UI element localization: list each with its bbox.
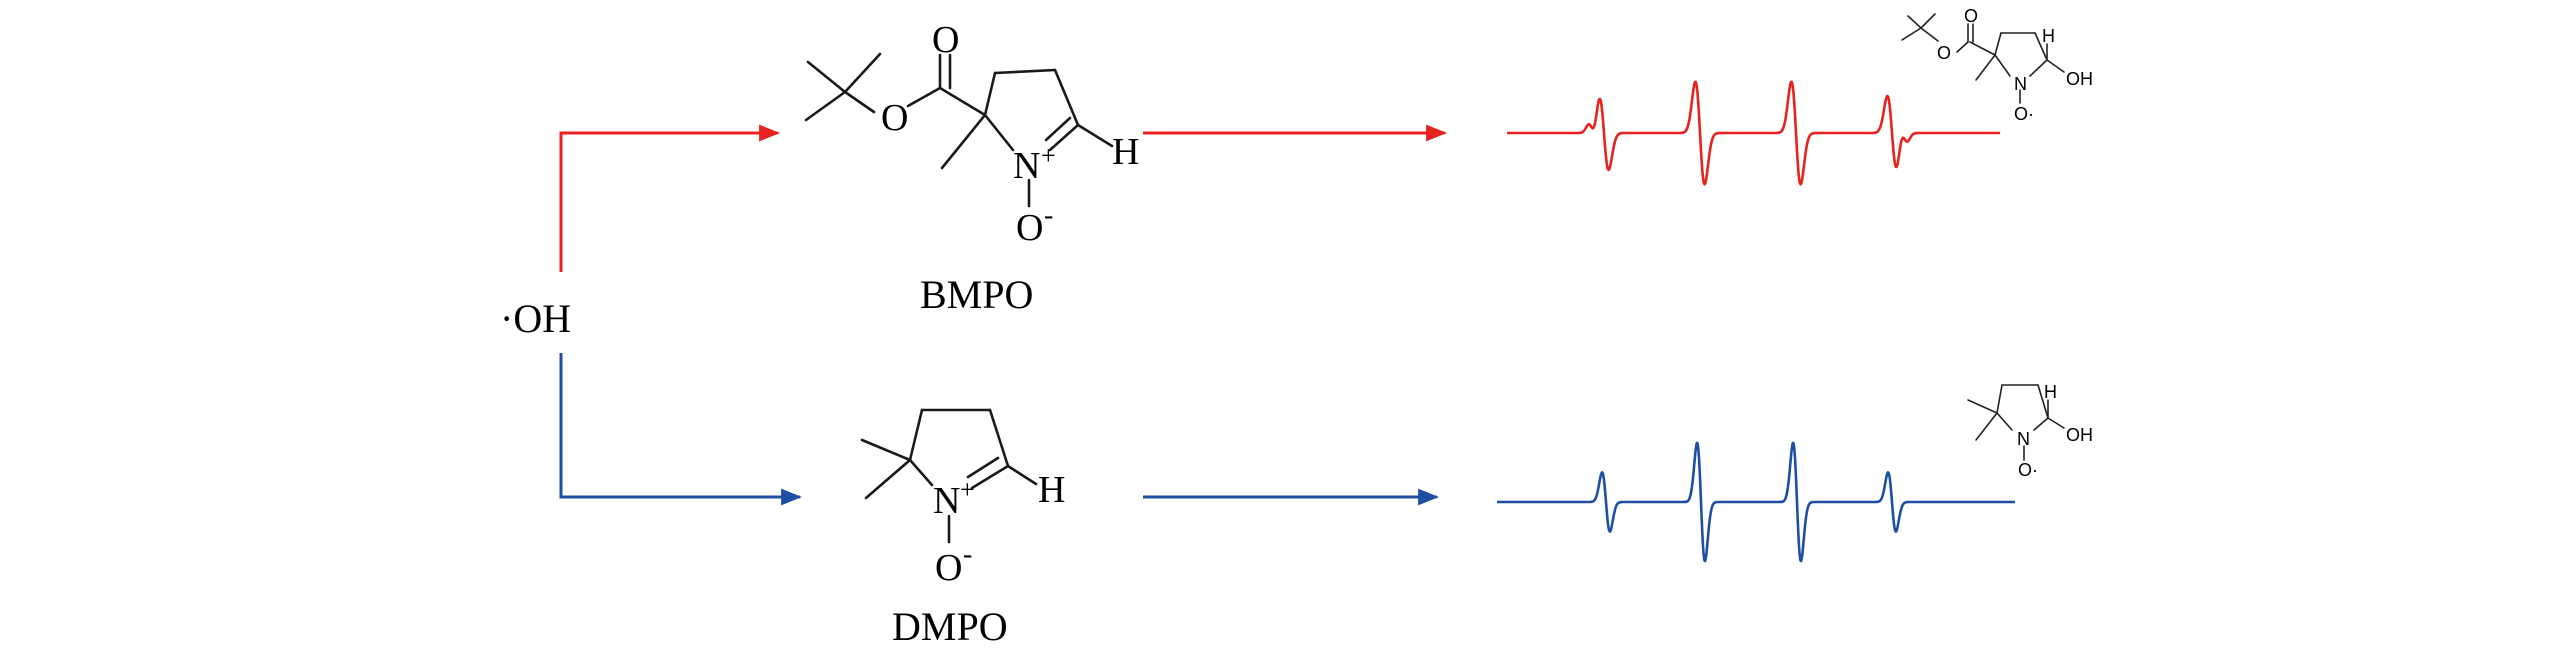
bmpo-n-charge: + — [1041, 141, 1056, 170]
bmpo-adduct-hydrogen: H — [2042, 26, 2055, 46]
bmpo-adduct-nitroxide-o: O· — [2014, 104, 2034, 124]
dmpo-name-label: DMPO — [892, 604, 1008, 649]
bmpo-atom-labels: O O N + O - H — [881, 19, 1139, 249]
bmpo-oh-adduct-structure — [1901, 13, 2065, 104]
bmpo-ester-o: O — [881, 97, 908, 139]
dmpo-oxide-charge: - — [963, 539, 972, 570]
bmpo-hydrogen: H — [1112, 131, 1139, 173]
hydroxyl-radical-label: ·OH — [500, 296, 571, 341]
dmpo-oh-adduct-structure — [1967, 384, 2065, 461]
bmpo-carbonyl-o: O — [932, 19, 959, 61]
bmpo-adduct-nitrogen: N — [2014, 74, 2027, 94]
dmpo-oh-adduct-labels: N O· H OH — [2017, 382, 2093, 480]
dmpo-n-charge: + — [960, 475, 975, 504]
bmpo-branch-arrow — [559, 124, 781, 272]
dmpo-adduct-nitroxide-o: O· — [2018, 460, 2038, 480]
dmpo-structure — [860, 408, 1038, 544]
dmpo-branch-arrow — [559, 353, 803, 506]
bmpo-oxide: O — [1016, 207, 1043, 249]
dmpo-epr-spectrum — [1496, 441, 2016, 563]
bmpo-adduct-carbonyl-o: O — [1964, 6, 1978, 26]
bmpo-epr-spectrum — [1506, 80, 2001, 186]
dmpo-atom-labels: N + O - H — [933, 469, 1065, 589]
bmpo-adduct-hydroxyl: OH — [2066, 69, 2093, 89]
bmpo-structure — [804, 52, 1114, 208]
dmpo-nitrogen: N — [933, 480, 960, 522]
dmpo-oxide: O — [935, 547, 962, 589]
bmpo-oxide-charge: - — [1044, 200, 1053, 231]
dmpo-adduct-hydroxyl: OH — [2066, 425, 2093, 445]
bmpo-oh-adduct-labels: O O N O· H OH — [1937, 6, 2093, 124]
dmpo-hydrogen: H — [1038, 469, 1065, 511]
dmpo-adduct-hydrogen: H — [2044, 382, 2057, 402]
bmpo-nitrogen: N — [1013, 145, 1040, 187]
dmpo-adduct-nitrogen: N — [2017, 429, 2030, 449]
bmpo-name-label: BMPO — [920, 272, 1033, 317]
bmpo-adduct-ester-o: O — [1937, 43, 1951, 63]
